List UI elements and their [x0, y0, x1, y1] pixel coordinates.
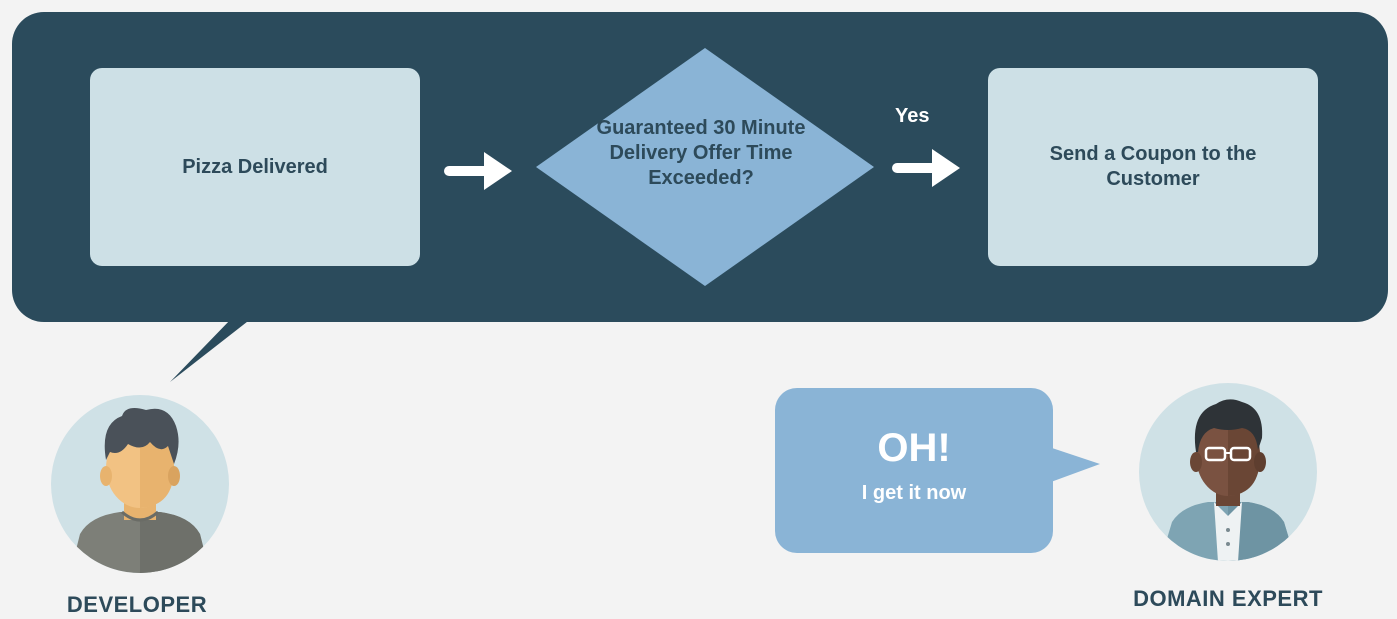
domain-expert-avatar: [1139, 383, 1317, 561]
speech-bubble: [775, 388, 1053, 553]
developer-label: DEVELOPER: [66, 592, 208, 617]
branch-label: Yes: [895, 105, 930, 127]
domain-expert-label: DOMAIN EXPERT: [1133, 586, 1323, 611]
start-step-box: Pizza Delivered: [90, 68, 420, 266]
developer-avatar: [51, 395, 229, 573]
speech-message: I get it now: [861, 482, 967, 504]
speech-bubble-tail: [1040, 444, 1100, 486]
start-step-label: Pizza Delivered: [182, 155, 328, 178]
speech-exclamation: OH!: [877, 426, 951, 470]
action-step-box: Send a Coupon to the Customer: [988, 68, 1318, 266]
arrow-right-icon: [444, 152, 512, 190]
decision-label: Guaranteed 30 Minute Delivery Offer Time…: [596, 117, 806, 189]
action-step-label: Send a Coupon to the Customer: [1049, 143, 1257, 190]
arrow-right-icon: [892, 149, 960, 187]
decision-diamond: [536, 48, 874, 286]
